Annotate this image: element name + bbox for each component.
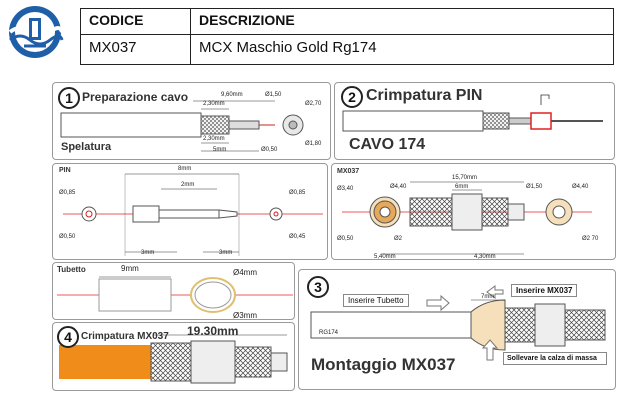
dim-label: 5,40mm — [374, 254, 396, 260]
panel-title: Tubetto — [57, 265, 86, 274]
dim-label: 19.30mm — [187, 324, 239, 338]
dim-label: Ø1,50 — [265, 92, 282, 98]
panel-tubetto: Tubetto 9mm Ø4mm Ø3mm — [52, 262, 295, 320]
dim-label: 3mm — [219, 250, 233, 256]
dim-label: 6mm — [455, 184, 469, 190]
panel-mx037-dims: MX037 Ø3,40 Ø4,40 15,70mm 6mm Ø1,50 Ø4,4… — [331, 163, 616, 260]
dim-label: 2mm — [181, 182, 195, 188]
panel-title: Crimpatura MX037 — [81, 331, 169, 342]
dim-label: 5mm — [213, 147, 227, 153]
step-number-4: 4 — [57, 326, 79, 348]
dim-label: Ø1,80 — [305, 141, 322, 147]
dim-label: Ø0,85 — [289, 190, 306, 196]
dim-label: 9mm — [121, 264, 139, 273]
dim-label: Ø0,45 — [289, 234, 306, 240]
panel-title: MX037 — [337, 168, 360, 175]
dim-label: Ø1,50 — [526, 184, 543, 190]
cable-label: RG174 — [319, 330, 339, 336]
dim-label: Ø3mm — [233, 311, 257, 320]
code-header: CODICE — [89, 12, 144, 28]
dim-label: 2,30mm — [203, 101, 225, 107]
panel-label: Spelatura — [61, 141, 112, 153]
dim-label: Ø2,70 — [305, 101, 322, 107]
step-number-1: 1 — [58, 87, 80, 109]
dim-label: Ø0,50 — [261, 147, 278, 153]
dim-label: 4,30mm — [474, 254, 496, 260]
panel-crimpatura-mx037: 4 Crimpatura MX037 19.30mm — [52, 322, 295, 391]
insert-mx-label: Inserire MX037 — [511, 284, 578, 297]
dim-label: Ø4mm — [233, 268, 257, 277]
insert-tube-label: Inserire Tubetto — [343, 294, 409, 307]
description-header: DESCRIZIONE — [199, 12, 295, 28]
dim-label: Ø4,40 — [572, 184, 589, 190]
panel-title: Montaggio MX037 — [311, 355, 456, 374]
header-table: CODICE DESCRIZIONE MX037 MCX Maschio Gol… — [80, 8, 614, 65]
dim-label: 15,70mm — [452, 175, 478, 181]
dim-label: 8mm — [178, 166, 192, 172]
dim-label: 2,30mm — [203, 136, 225, 142]
dim-label: 7mm — [481, 294, 495, 300]
panel-montaggio: 3 Inserire Tubetto Inserire MX037 7mm RG… — [298, 269, 616, 390]
step-number-2: 2 — [341, 86, 363, 108]
panel-pin: PIN Ø0,85 Ø0,50 8mm 2mm 3mm 3mm Ø0,45 Ø0… — [52, 163, 328, 260]
dim-label: Ø2 70 — [582, 236, 599, 242]
dim-label: Ø0,50 — [337, 236, 354, 242]
lift-shield-label: Sollevare la calza di massa — [503, 352, 607, 365]
panel-crimpatura-pin: 2 Crimpatura PIN CAVO 174 — [334, 82, 615, 160]
panel-title: PIN — [59, 167, 71, 174]
panel-label: CAVO 174 — [349, 136, 426, 153]
dim-label: Ø4,40 — [390, 184, 407, 190]
company-logo — [2, 2, 68, 62]
product-code: MX037 — [89, 39, 137, 56]
dim-label: Ø0,85 — [59, 190, 76, 196]
dim-label: 3mm — [141, 250, 155, 256]
dim-label: Ø0,50 — [59, 234, 76, 240]
step-number-3: 3 — [307, 276, 329, 298]
product-description: MCX Maschio Gold Rg174 — [199, 39, 377, 56]
panel-title: Crimpatura PIN — [366, 87, 483, 104]
dim-label: 9,60mm — [221, 92, 243, 98]
dim-label: Ø3,40 — [337, 186, 354, 192]
panel-title: Preparazione cavo — [82, 90, 189, 104]
panel-preparazione-cavo: 1 Preparazione cavo Spelatura 9,60mm 2,3… — [52, 82, 331, 160]
dim-label: Ø2 — [394, 236, 403, 242]
